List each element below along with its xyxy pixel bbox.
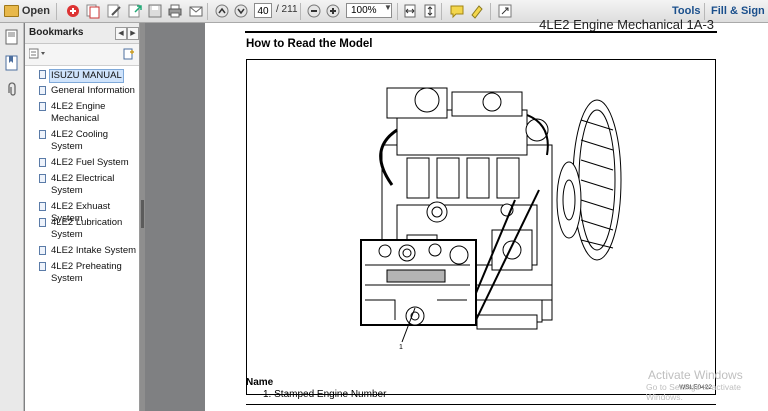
bookmarks-title: Bookmarks: [29, 27, 84, 38]
open-label: Open: [21, 5, 50, 17]
comment-icon[interactable]: [448, 3, 465, 19]
bookmark-icon: [39, 86, 46, 95]
bookmark-label: 4LE2 Preheating System: [51, 261, 122, 284]
section-title: How to Read the Model: [246, 38, 373, 50]
bookmark-isuzu-manual[interactable]: ISUZU MANUAL: [39, 69, 139, 83]
highlight-icon[interactable]: [468, 3, 485, 19]
bookmark-icon: [39, 218, 46, 227]
bookmark-label: 4LE2 Intake System: [51, 245, 137, 256]
bookmark-label: 4LE2 Lubrication System: [51, 217, 123, 240]
zoom-level-select[interactable]: 100%: [346, 3, 392, 18]
previous-page-icon[interactable]: [213, 3, 230, 19]
engine-figure: 1 WSLE0422: [246, 59, 716, 395]
toolbar-separator: [397, 3, 398, 20]
splitter-grip[interactable]: [141, 200, 144, 228]
export-pdf-icon[interactable]: [126, 3, 143, 19]
zoom-in-icon[interactable]: [324, 3, 341, 19]
chevron-left-icon[interactable]: ◀: [115, 27, 127, 40]
bookmark-label: ISUZU MANUAL: [49, 69, 124, 83]
options-menu-icon[interactable]: [28, 48, 47, 63]
next-page-icon[interactable]: [232, 3, 249, 19]
tools-link[interactable]: Tools: [672, 5, 701, 17]
bookmarks-header: Bookmarks ◀ ▶: [25, 23, 139, 44]
document-page: 4LE2 Engine Mechanical 1A-3 How to Read …: [205, 17, 768, 411]
bookmark-exhuast-system[interactable]: 4LE2 Exhuast System: [39, 201, 139, 225]
bookmark-label: 4LE2 Exhuast System: [51, 201, 111, 224]
bookmark-fuel-system[interactable]: 4LE2 Fuel System: [39, 157, 139, 169]
toolbar-separator: [56, 3, 57, 20]
bookmarks-panel: Bookmarks ◀ ▶ ISUZU MANUAL General Infor…: [25, 23, 140, 411]
bookmark-lubrication-system[interactable]: 4LE2 Lubrication System: [39, 217, 139, 241]
bookmark-icon: [39, 174, 46, 183]
page-thumbnails-icon[interactable]: [4, 29, 20, 45]
bookmark-general-information[interactable]: General Information: [39, 85, 139, 97]
engine-illustration: [360, 87, 622, 343]
bookmark-engine-mechanical[interactable]: 4LE2 Engine Mechanical: [39, 101, 139, 125]
bookmark-icon: [39, 262, 46, 271]
email-icon[interactable]: [187, 3, 204, 19]
header-rule: [245, 31, 717, 33]
combine-files-icon[interactable]: [84, 3, 101, 19]
figure-callout-number: 1: [399, 344, 403, 351]
bookmarks-icon[interactable]: [4, 55, 20, 71]
page-header-title: 4LE2 Engine Mechanical 1A-3: [539, 17, 714, 32]
bookmark-label: 4LE2 Cooling System: [51, 129, 109, 152]
toolbar-separator: [704, 3, 705, 20]
toolbar-separator: [207, 3, 208, 20]
fit-page-icon[interactable]: [421, 3, 438, 19]
bookmark-label: 4LE2 Fuel System: [51, 157, 129, 168]
bookmark-label: General Information: [51, 85, 135, 96]
bookmark-icon: [39, 70, 46, 79]
fill-sign-link[interactable]: Fill & Sign: [711, 5, 765, 17]
create-pdf-icon[interactable]: [64, 3, 81, 19]
page-total: / 211: [276, 4, 298, 15]
activation-watermark-subtitle: Go to Settings to activate Windows.: [646, 382, 741, 402]
chevron-right-icon[interactable]: ▶: [127, 27, 139, 40]
bookmark-preheating-system[interactable]: 4LE2 Preheating System: [39, 261, 139, 285]
folder-icon: [4, 5, 19, 17]
toolbar-separator: [441, 3, 442, 20]
bookmark-intake-system[interactable]: 4LE2 Intake System: [39, 245, 139, 257]
chevron-down-icon[interactable]: ▼: [384, 3, 392, 12]
activation-watermark-title: Activate Windows: [648, 368, 743, 382]
save-icon[interactable]: [146, 3, 163, 19]
attachments-icon[interactable]: [4, 81, 20, 97]
toolbar-separator: [490, 3, 491, 20]
page-number-input[interactable]: 40: [254, 3, 272, 18]
open-button[interactable]: Open: [4, 3, 50, 19]
edit-pdf-icon[interactable]: [105, 3, 122, 19]
bookmark-icon: [39, 202, 46, 211]
fit-width-icon[interactable]: [401, 3, 418, 19]
name-heading: Name: [246, 377, 274, 388]
bookmark-label: 4LE2 Electrical System: [51, 173, 115, 196]
toolbar: Open 40 / 211 100% ▼: [0, 0, 768, 23]
bookmarks-toolbar: [25, 44, 139, 66]
figure-code: WSLE0422: [679, 384, 712, 391]
bookmark-icon: [39, 246, 46, 255]
navigation-rail: [0, 23, 24, 411]
bookmark-icon: [39, 130, 46, 139]
zoom-out-icon[interactable]: [305, 3, 322, 19]
name-list-item: 1. Stamped Engine Number: [263, 389, 387, 400]
bookmark-icon: [39, 158, 46, 167]
bottom-rule: [246, 404, 716, 405]
expand-icon[interactable]: [496, 3, 513, 19]
expand-bookmark-icon[interactable]: [123, 48, 135, 63]
bookmark-electrical-system[interactable]: 4LE2 Electrical System: [39, 173, 139, 197]
toolbar-separator: [300, 3, 301, 20]
bookmark-label: 4LE2 Engine Mechanical: [51, 101, 106, 124]
print-icon[interactable]: [166, 3, 183, 19]
bookmark-icon: [39, 102, 46, 111]
bookmark-cooling-system[interactable]: 4LE2 Cooling System: [39, 129, 139, 153]
